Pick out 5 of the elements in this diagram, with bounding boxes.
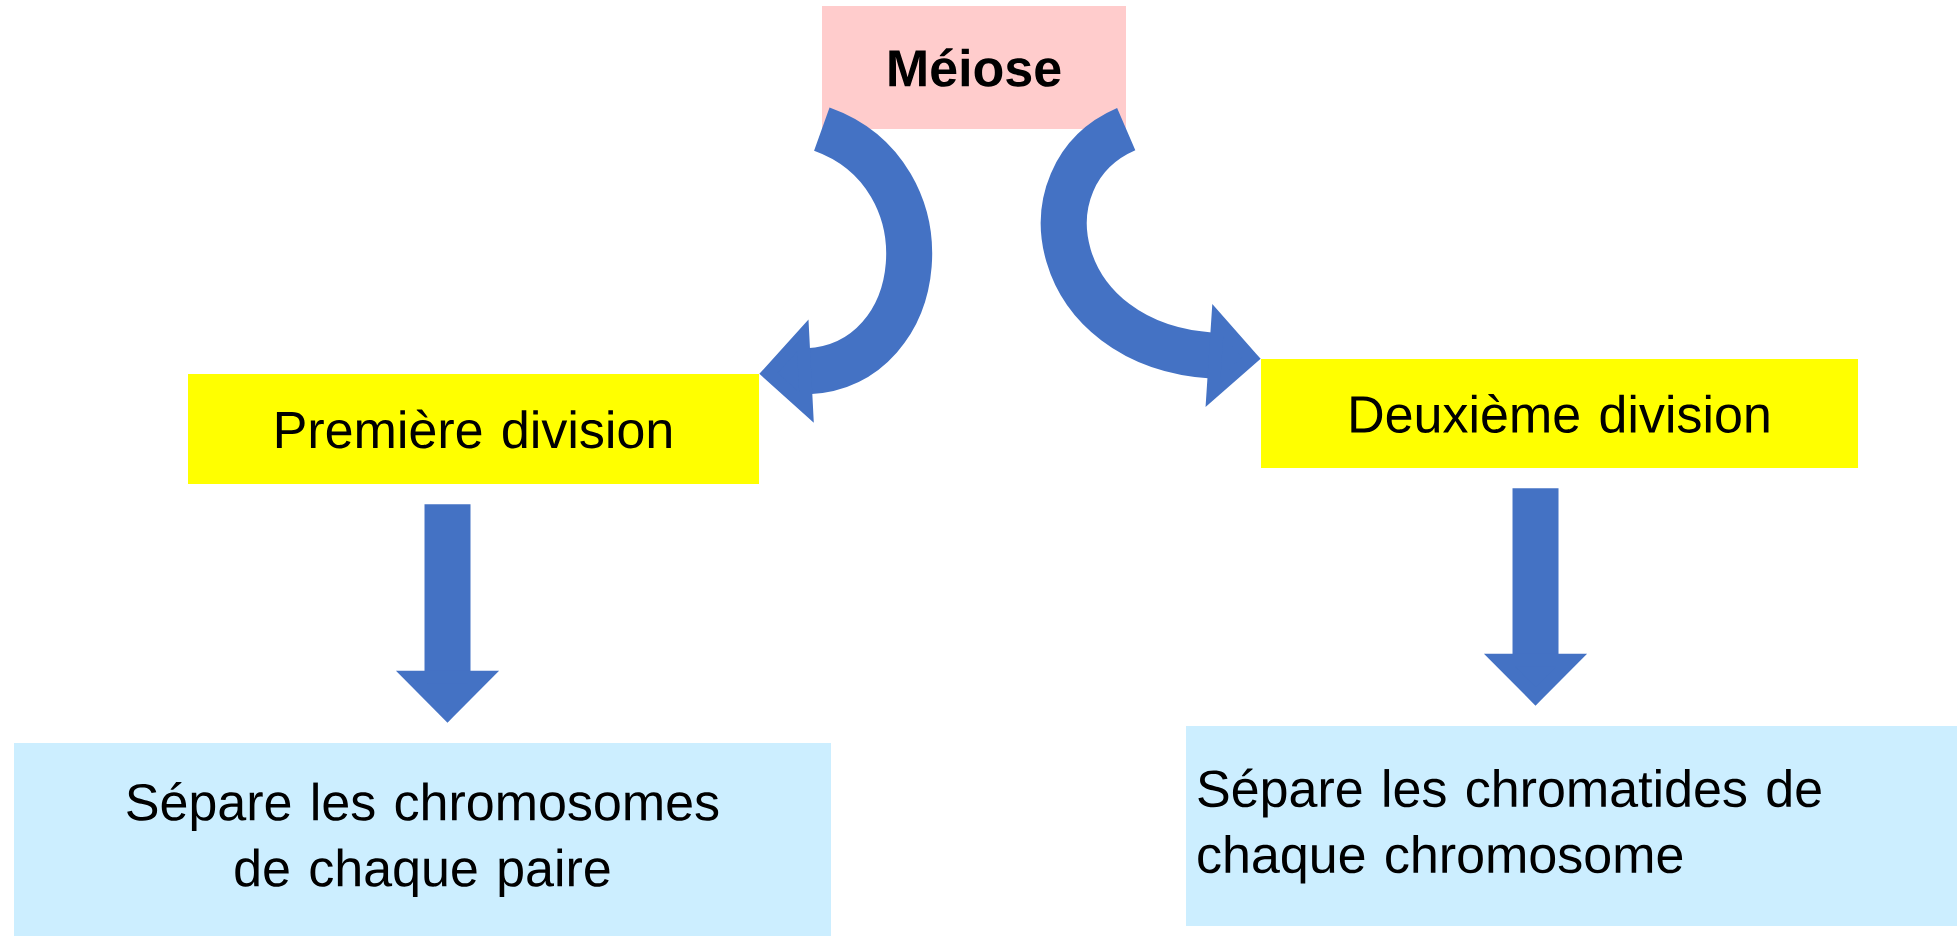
stage-box: Deuxième division: [1261, 359, 1858, 468]
title-box: Méiose: [822, 6, 1126, 129]
result-box: Sépare les chromosomes de chaque paire: [14, 743, 831, 936]
result-box: Sépare les chromatides de chaque chromosome: [1186, 726, 1957, 926]
stage-box: Première division: [188, 374, 759, 484]
